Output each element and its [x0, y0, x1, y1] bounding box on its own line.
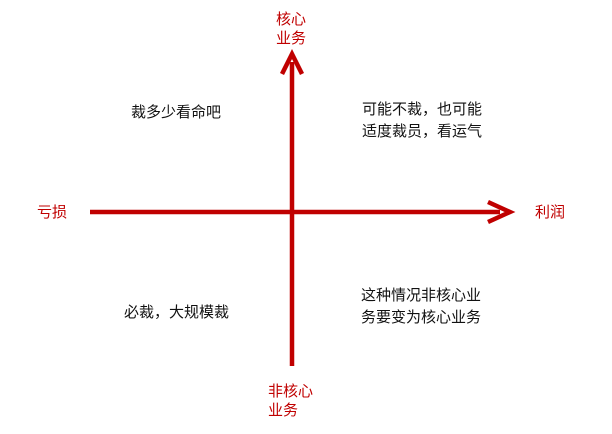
axis-label-line: 核心 — [275, 10, 306, 28]
quadrant-text-line: 裁多少看命吧 — [131, 103, 222, 121]
quadrant-text-line: 这种情况非核心业 — [361, 286, 482, 304]
axis-label-line: 业务 — [275, 29, 306, 47]
quadrant-text-line: 务要变为核心业务 — [361, 308, 482, 326]
quadrant-bottom-left-text: 必裁，大规模裁 — [124, 301, 229, 323]
quadrant-text-line: 可能不裁，也可能 — [362, 100, 483, 118]
axis-label-core-business: 核心 业务 — [275, 10, 307, 48]
quadrant-top-right-text: 可能不裁，也可能 适度裁员，看运气 — [362, 98, 482, 142]
axis-label-line: 业务 — [268, 401, 299, 419]
quadrant-text-line: 适度裁员，看运气 — [362, 122, 483, 140]
axis-label-line: 非核心 — [268, 382, 314, 400]
up-arrowhead — [279, 48, 305, 76]
quadrant-top-left-text: 裁多少看命吧 — [131, 101, 221, 123]
axis-label-profit: 利润 — [535, 203, 566, 221]
right-arrowhead — [487, 199, 516, 225]
axis-label-loss: 亏损 — [37, 203, 68, 221]
axis-label-non-core-business: 非核心 业务 — [268, 382, 316, 420]
quadrant-bottom-right-text: 这种情况非核心业 务要变为核心业务 — [361, 284, 481, 328]
quadrant-text-line: 必裁，大规模裁 — [124, 303, 230, 321]
